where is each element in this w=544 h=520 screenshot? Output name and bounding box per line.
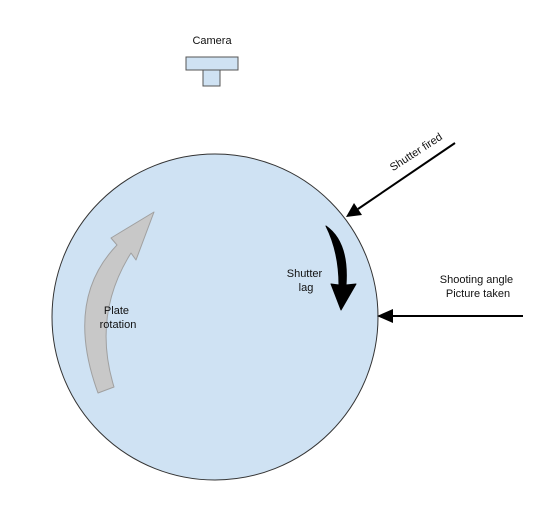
shooting-angle-pointer-arrow-icon xyxy=(377,309,523,323)
shooting-angle-label-line1: Shooting angle xyxy=(440,274,513,286)
plate-rotation-label-line2: rotation xyxy=(100,319,137,331)
camera-icon xyxy=(185,56,239,87)
camera-label: Camera xyxy=(192,35,232,47)
shooting-angle-label: Shooting angle Picture taken xyxy=(440,274,516,300)
shutter-lag-arrow-icon xyxy=(325,225,357,311)
shooting-angle-label-line2: Picture taken xyxy=(446,288,510,300)
shutter-fired-label: Shutter fired xyxy=(388,131,445,174)
plate-rotation-label-line1: Plate xyxy=(104,305,129,317)
plate-rotation-label: Plate rotation xyxy=(100,305,137,331)
plate-rotation-arrow-icon xyxy=(84,211,155,394)
shutter-lag-label-line2: lag xyxy=(299,282,314,294)
shutter-lag-label-line1: Shutter xyxy=(287,268,323,280)
shutter-lag-label: Shutter lag xyxy=(287,268,326,294)
shutter-fired-pointer-arrow-icon xyxy=(346,142,456,217)
